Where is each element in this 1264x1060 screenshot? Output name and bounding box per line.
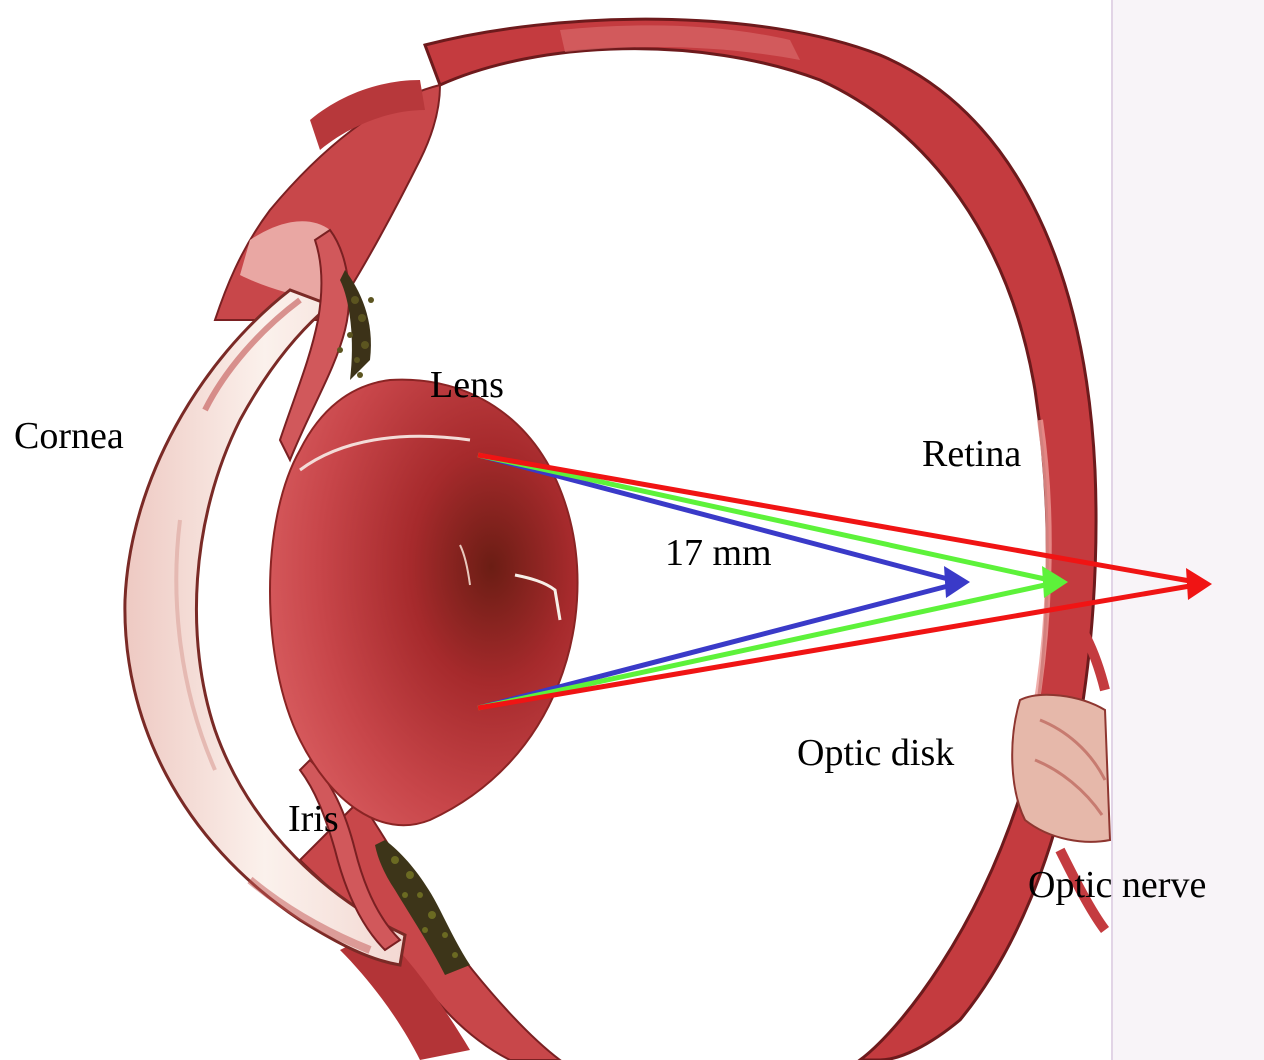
label-iris: Iris (288, 798, 339, 840)
label-optic-nerve: Optic nerve (1028, 864, 1206, 906)
label-retina: Retina (922, 433, 1021, 475)
label-optic-disk: Optic disk (797, 732, 954, 774)
label-distance: 17 mm (665, 532, 772, 574)
label-cornea: Cornea (14, 415, 124, 457)
label-lens: Lens (430, 364, 504, 406)
lens-shape (270, 380, 578, 826)
ray-blue-arrowhead (944, 566, 970, 598)
